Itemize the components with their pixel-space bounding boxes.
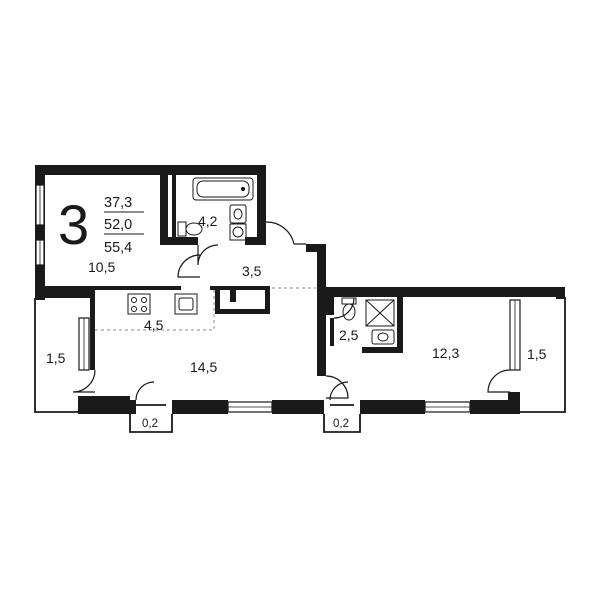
bathtub — [192, 177, 254, 201]
room-area-balcony-right: 1,5 — [527, 346, 547, 362]
room-area-bay-right: 0,2 — [333, 418, 349, 430]
room-area-hallway: 3,5 — [242, 263, 262, 279]
wall-bath-bottom — [168, 237, 198, 245]
dashed-lines — [95, 287, 316, 331]
area-total-with-balcony: 55,4 — [104, 240, 132, 256]
labels: 3 37,3 52,0 55,4 10,5 4,2 3,5 4,5 14,5 1… — [46, 193, 547, 430]
sink-main-bath — [229, 204, 247, 224]
bay-right-outline — [323, 414, 361, 433]
thin-outlines — [34, 297, 566, 433]
wall-smallbath-right — [397, 297, 403, 353]
room-area-bedroom: 10,5 — [88, 259, 115, 275]
wall-right-top — [317, 287, 565, 297]
wall-bath-bottom-right — [245, 237, 266, 245]
window-lines — [39, 185, 516, 408]
rooms-count: 3 — [58, 193, 89, 256]
wall-smallbath-left — [326, 297, 334, 315]
walls — [35, 165, 565, 414]
door-hallway-top — [265, 221, 306, 245]
wall-bottom-right-3 — [508, 392, 520, 414]
washing-machine — [229, 223, 247, 241]
wall-bottom-mid-2 — [172, 400, 228, 414]
bathtub-inner — [196, 180, 250, 198]
wall-smallbath-mid — [330, 318, 334, 346]
door-bay-left — [135, 381, 155, 401]
wall-bath-right — [257, 165, 266, 245]
wall-closet-left — [215, 286, 220, 314]
wall-right-outer — [556, 287, 565, 299]
wall-bedroom-bottom — [95, 286, 181, 290]
door-bedroom — [177, 254, 201, 278]
door-living-balcony — [72, 369, 96, 393]
doors — [72, 221, 511, 401]
wall-hallway-right — [317, 244, 326, 364]
wall-bottom-left — [78, 396, 130, 414]
wall-hallway-bottom — [317, 364, 326, 376]
wall-closet-inner — [230, 286, 236, 302]
kitchen-sink — [174, 293, 198, 315]
area-total: 52,0 — [104, 217, 132, 233]
wall-bottom-mid-3 — [272, 400, 324, 414]
wall-bottom-right-2 — [470, 400, 520, 414]
area-living: 37,3 — [104, 195, 132, 211]
sink-small-bath — [371, 329, 395, 345]
wall-bath-inner-left — [172, 175, 176, 237]
wall-bedroom-bottom-left — [35, 286, 95, 298]
wall-living-left — [90, 298, 95, 370]
balcony-left-outline — [34, 298, 78, 413]
door-bay-right — [329, 381, 349, 401]
wall-bedroom-top — [35, 165, 265, 175]
door-bedroom-right-balcony — [487, 369, 511, 393]
wall-bottom-right-1 — [360, 400, 425, 414]
door-smallbath — [333, 297, 355, 319]
wall-bottom-mid-1 — [130, 400, 136, 414]
wall-hallway-right-top — [306, 244, 326, 252]
wall-bedroom-left — [35, 165, 45, 300]
room-area-bathroom-main: 4,2 — [198, 213, 218, 229]
room-area-bedroom-right: 12,3 — [432, 345, 459, 361]
wall-bedroom-bath-divider — [160, 175, 168, 245]
room-area-bathroom-small: 2,5 — [339, 327, 359, 343]
room-area-balcony-left: 1,5 — [46, 350, 66, 366]
room-area-living-room: 14,5 — [190, 359, 217, 375]
shower — [365, 299, 395, 327]
door-entrance — [325, 375, 349, 399]
door-bath-main — [197, 244, 219, 266]
wall-closet-bottom — [215, 309, 270, 314]
balcony-right-outline — [520, 297, 566, 413]
stove — [127, 293, 151, 315]
wall-kitchen-top — [210, 286, 270, 290]
wall-closet-right — [265, 286, 270, 314]
room-area-bay-left: 0,2 — [142, 418, 158, 430]
wall-smallbath-bottom — [362, 347, 403, 353]
room-area-kitchen: 4,5 — [144, 317, 164, 333]
bay-left-outline — [129, 414, 173, 433]
toilet-main — [177, 221, 187, 237]
fixtures — [127, 177, 395, 345]
